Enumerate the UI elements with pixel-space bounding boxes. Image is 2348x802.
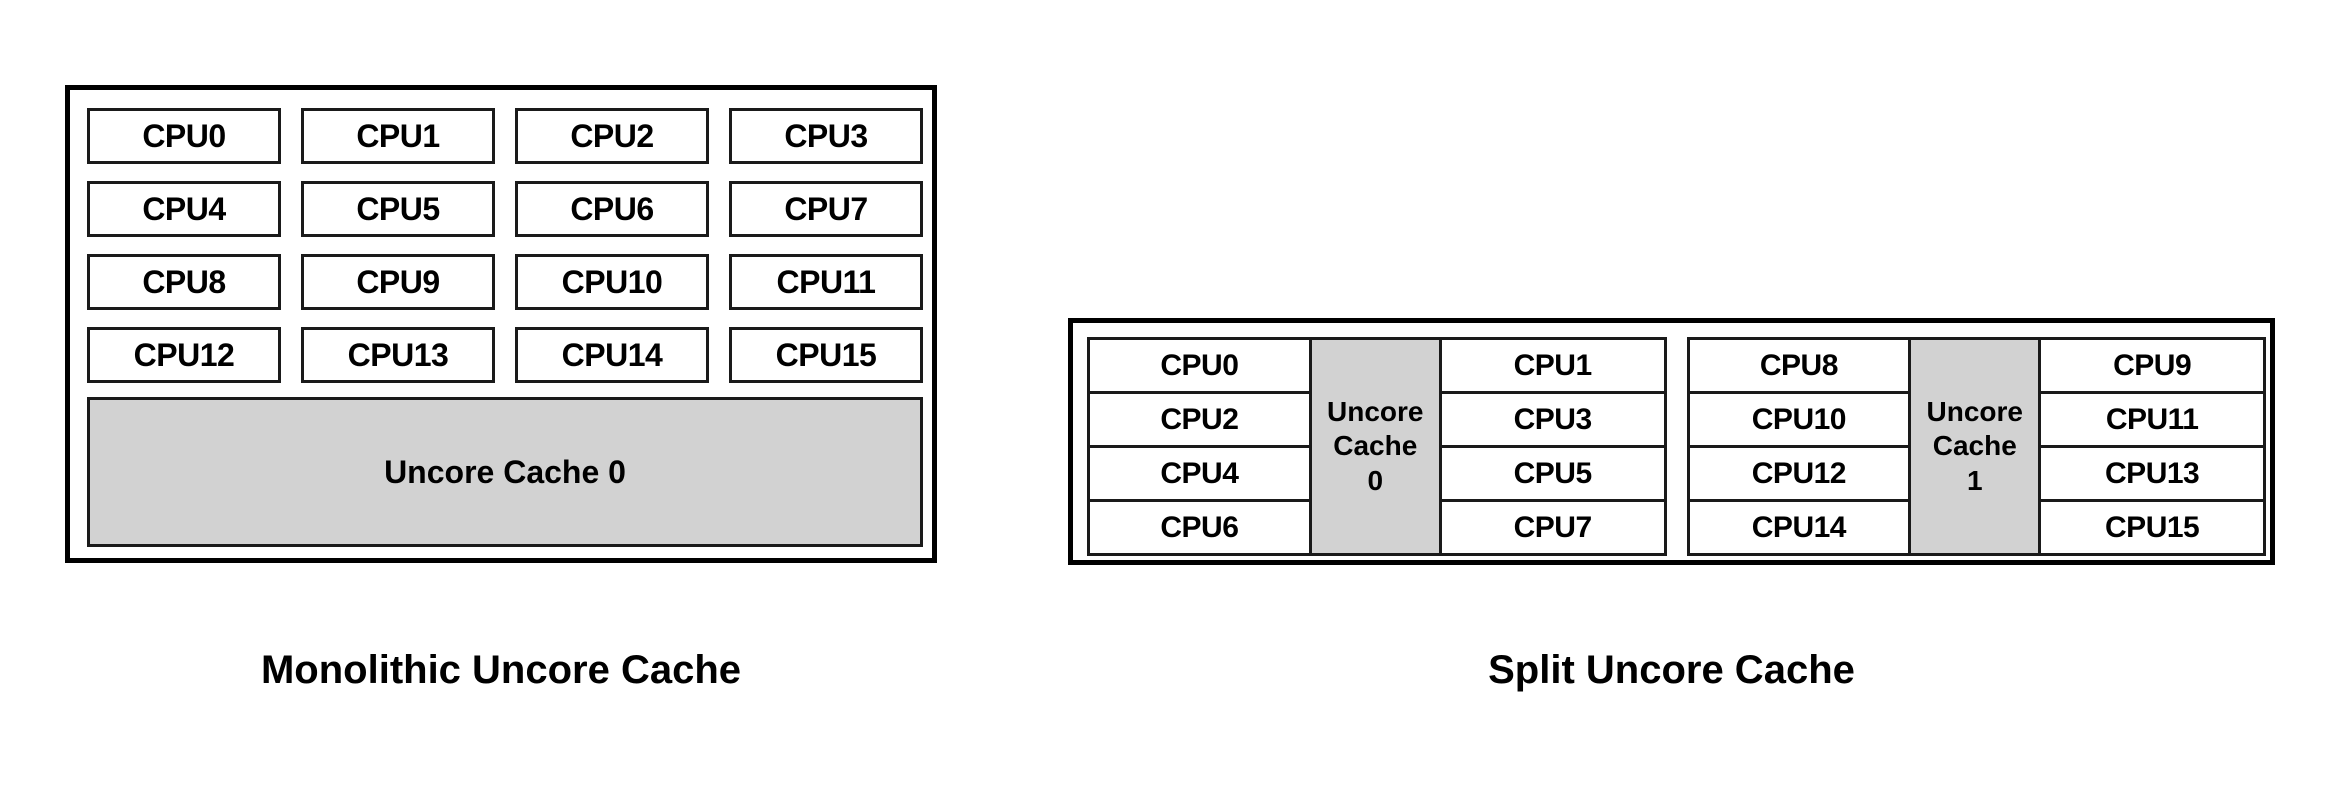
cpu-column-left: CPU8 CPU10 CPU12 CPU14 [1686,337,1912,556]
cpu-box: CPU8 [87,254,281,310]
cpu-box: CPU15 [729,327,923,383]
cpu-box: CPU7 [1438,499,1667,556]
cpu-box: CPU13 [301,327,495,383]
cpu-box: CPU3 [1438,391,1667,448]
cpu-box: CPU4 [1087,445,1312,502]
cache-label-line-2: Cache [1333,430,1418,462]
cpu-column-right: CPU9 CPU11 CPU13 CPU15 [2038,337,2266,556]
cpu-box: CPU8 [1686,337,1912,394]
split-group: CPU0 CPU2 CPU4 CPU6 Uncore Cache 0 CPU1 … [1087,337,1667,556]
cpu-box: CPU15 [2038,499,2266,556]
cache-label-line-3: 0 [1367,464,1384,496]
split-group: CPU8 CPU10 CPU12 CPU14 Uncore Cache 1 CP… [1686,337,2266,556]
cpu-box: CPU13 [2038,445,2266,502]
cache-label-line-1: Uncore [1327,396,1424,428]
cpu-box: CPU14 [515,327,709,383]
cache-label-line-3: 1 [1966,464,1983,496]
cpu-box: CPU1 [1438,337,1667,394]
cpu-box: CPU6 [515,181,709,237]
uncore-cache-box: Uncore Cache 1 [1908,337,2042,556]
cpu-box: CPU5 [1438,445,1667,502]
cpu-box: CPU3 [729,108,923,164]
cpu-box: CPU10 [515,254,709,310]
cpu-column-left: CPU0 CPU2 CPU4 CPU6 [1087,337,1312,556]
cpu-box: CPU5 [301,181,495,237]
cpu-box: CPU9 [2038,337,2266,394]
cpu-box: CPU12 [1686,445,1912,502]
monolithic-cpu-grid: CPU0 CPU1 CPU2 CPU3 CPU4 CPU5 CPU6 CPU7 … [87,108,923,383]
cpu-box: CPU12 [87,327,281,383]
cpu-box: CPU14 [1686,499,1912,556]
cpu-box: CPU7 [729,181,923,237]
cpu-box: CPU0 [87,108,281,164]
uncore-cache-box: Uncore Cache 0 [87,397,923,547]
split-groups-container: CPU0 CPU2 CPU4 CPU6 Uncore Cache 0 CPU1 … [1087,337,2266,556]
cpu-box: CPU11 [729,254,923,310]
cpu-box: CPU11 [2038,391,2266,448]
cache-label-line-2: Cache [1932,430,2017,462]
cpu-box: CPU10 [1686,391,1912,448]
monolithic-diagram-caption: Monolithic Uncore Cache [260,648,742,692]
cpu-box: CPU4 [87,181,281,237]
cpu-box: CPU0 [1087,337,1312,394]
monolithic-diagram-frame: CPU0 CPU1 CPU2 CPU3 CPU4 CPU5 CPU6 CPU7 … [65,85,937,563]
split-diagram-frame: CPU0 CPU2 CPU4 CPU6 Uncore Cache 0 CPU1 … [1068,318,2275,565]
cpu-box: CPU1 [301,108,495,164]
split-diagram-caption: Split Uncore Cache [1488,648,1855,692]
cache-column: Uncore Cache 0 [1308,337,1442,556]
cpu-column-right: CPU1 CPU3 CPU5 CPU7 [1438,337,1667,556]
uncore-cache-box: Uncore Cache 0 [1308,337,1442,556]
cpu-box: CPU2 [515,108,709,164]
cpu-box: CPU2 [1087,391,1312,448]
cache-label-line-1: Uncore [1926,396,2023,428]
cpu-box: CPU6 [1087,499,1312,556]
cpu-box: CPU9 [301,254,495,310]
cache-column: Uncore Cache 1 [1908,337,2042,556]
